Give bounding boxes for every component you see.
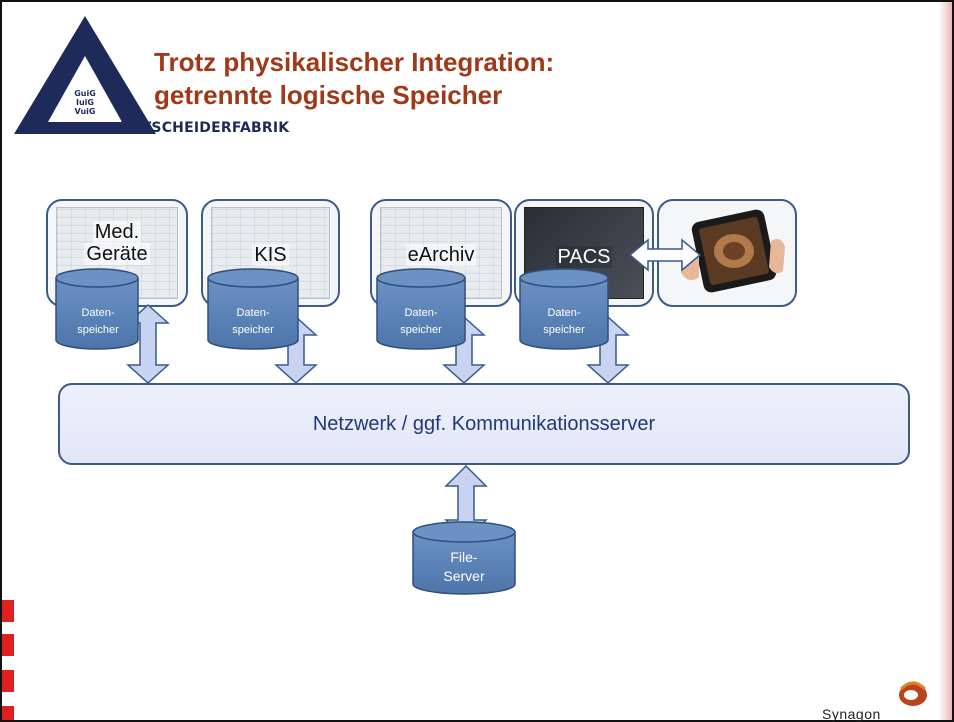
logo-inner-triangle (48, 56, 122, 122)
tablet-image (681, 209, 785, 293)
synagon-brand: Synagon (822, 706, 881, 722)
network-label: Netzwerk / ggf. Kommunikationsserver (312, 412, 656, 435)
logo-text-line3: VuiG (75, 107, 96, 116)
left-marker (2, 670, 14, 692)
brain-scan-center (723, 242, 745, 260)
system-label-line1: eArchiv (405, 244, 477, 266)
system-label: eArchiv (372, 244, 510, 266)
system-label-line1: KIS (252, 244, 289, 266)
storage-cylinder-kis (207, 268, 299, 350)
logo-text-line2: IuiG (76, 98, 94, 107)
left-marker (2, 706, 14, 720)
synagon-logo (899, 681, 927, 706)
storage-label-med: Daten- speicher (58, 305, 138, 339)
right-edge-gradient (938, 2, 952, 720)
storage-cylinder-med (55, 268, 139, 350)
system-box-med-geraete: Med. Geräte (46, 199, 188, 307)
left-marker (2, 634, 14, 656)
system-label: KIS (203, 244, 338, 266)
synagon-ring-inner (904, 690, 918, 700)
storage-label-pacs: Daten- speicher (522, 305, 606, 339)
storage-label-line1: Daten- (404, 307, 438, 319)
storage-label-kis: Daten- speicher (212, 305, 294, 339)
storage-label-line2: speicher (77, 324, 119, 336)
system-label: PACS (516, 246, 652, 268)
storage-label-line2: speicher (232, 324, 274, 336)
storage-cylinder-earchiv (376, 268, 466, 350)
logo-subtitle: ENTSCHEIDERFABRIK (120, 120, 290, 136)
title-line-2: getrennte logische Speicher (154, 80, 503, 110)
title-line-1: Trotz physikalischer Integration: (154, 47, 555, 77)
logo-text-line1: GuiG (74, 89, 96, 98)
storage-cylinder-pacs (519, 268, 609, 350)
file-server-label: File- Server (414, 548, 514, 586)
file-server-label-line2: Server (443, 568, 485, 584)
system-label-line1: PACS (555, 246, 613, 268)
double-arrow-pacs-tablet (628, 238, 702, 272)
file-server-cylinder (412, 521, 516, 595)
storage-label-line1: Daten- (236, 307, 270, 319)
entscheiderfabrik-logo: GuiG IuiG VuiG (14, 16, 156, 134)
system-label: Med. Geräte (48, 221, 186, 265)
system-label-line1: Med. (92, 221, 142, 243)
page-title: Trotz physikalischer Integration: getren… (154, 46, 754, 112)
network-box: Netzwerk / ggf. Kommunikationsserver (58, 383, 910, 465)
storage-label-line2: speicher (400, 324, 442, 336)
storage-label-line1: Daten- (81, 307, 115, 319)
synagon-swoosh (899, 681, 927, 691)
storage-label-earchiv: Daten- speicher (380, 305, 462, 339)
system-label-line2: Geräte (84, 243, 150, 265)
storage-label-line1: Daten- (547, 307, 581, 319)
right-hand-icon (769, 239, 785, 274)
storage-label-line2: speicher (543, 324, 585, 336)
left-marker (2, 600, 14, 622)
file-server-label-line1: File- (450, 549, 478, 565)
